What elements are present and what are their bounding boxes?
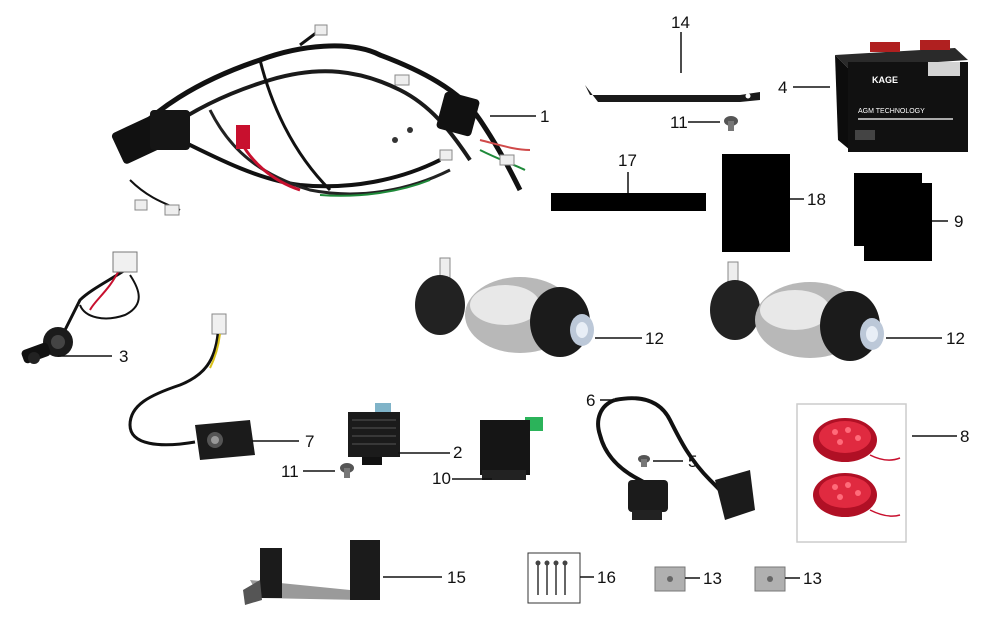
callout-12-left: 12 — [645, 329, 664, 348]
black-pad-9 — [854, 173, 932, 261]
callout-2: 2 — [453, 443, 463, 462]
callout-13-left: 13 — [703, 569, 722, 588]
callout-15: 15 — [447, 568, 466, 587]
bolt-coil — [638, 455, 650, 467]
relay-box — [480, 417, 543, 480]
callout-13-right: 13 — [803, 569, 822, 588]
callout-14: 14 — [671, 13, 690, 32]
callout-6: 6 — [586, 391, 596, 410]
callout-11-bottom: 11 — [281, 462, 299, 481]
black-pad-18 — [722, 154, 790, 252]
callout-1: 1 — [540, 107, 550, 126]
callout-18: 18 — [807, 190, 826, 209]
battery: KAGE AGM TECHNOLOGY — [835, 40, 968, 152]
callout-10: 10 — [432, 469, 451, 488]
bolt-top — [724, 116, 738, 131]
callout-11-top: 11 — [670, 113, 688, 132]
callout-4: 4 — [778, 78, 788, 97]
plate-right — [754, 566, 786, 592]
callout-8: 8 — [960, 427, 970, 446]
bracket — [243, 540, 380, 605]
tail-lights — [796, 403, 907, 543]
callout-17: 17 — [618, 151, 637, 170]
ignition-switch — [21, 251, 140, 364]
headlight-left — [415, 257, 594, 357]
ignition-coil — [596, 396, 755, 520]
callout-5: 5 — [688, 452, 698, 471]
black-strip-17 — [551, 193, 706, 211]
callout-3: 3 — [119, 347, 129, 366]
callout-12-right: 12 — [946, 329, 965, 348]
callout-16: 16 — [597, 568, 616, 587]
headlight-right — [710, 261, 884, 361]
bolt-bottom — [340, 463, 354, 478]
callout-9: 9 — [954, 212, 964, 231]
callout-7: 7 — [305, 432, 315, 451]
relay-switch — [128, 313, 255, 460]
cdi-unit — [348, 403, 400, 465]
battery-strap — [585, 85, 760, 102]
battery-agm-text: AGM TECHNOLOGY — [858, 108, 925, 115]
plate-left — [654, 566, 686, 592]
wiring-harness — [111, 24, 531, 216]
rivets — [527, 552, 581, 604]
battery-brand-text: KAGE — [872, 75, 898, 85]
